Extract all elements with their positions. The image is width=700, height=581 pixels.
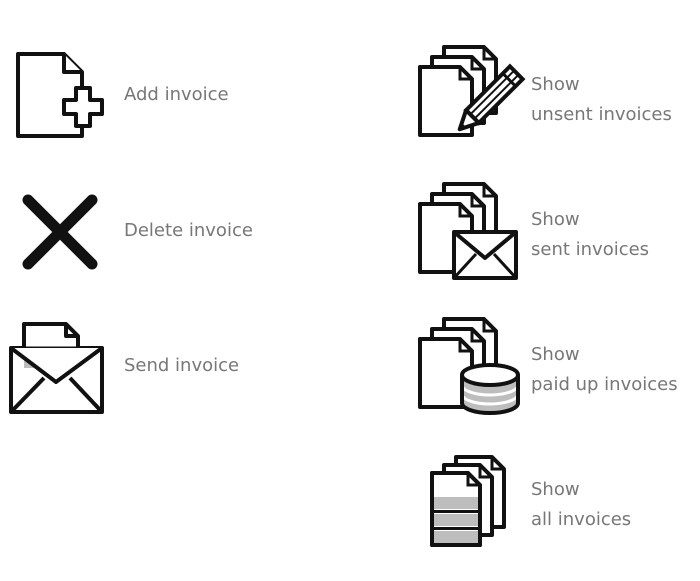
documents-stack-icon	[420, 453, 520, 553]
show-unsent-invoices-item[interactable]: Show unsent invoices	[410, 40, 700, 150]
show-unsent-line2: unsent invoices	[531, 104, 672, 125]
send-invoice-item[interactable]: Send invoice	[0, 315, 300, 425]
documents-envelope-icon	[416, 180, 526, 285]
cross-icon	[20, 192, 100, 272]
show-all-invoices-item[interactable]: Show all invoices	[410, 445, 700, 560]
show-paid-invoices-item[interactable]: Show paid up invoices	[410, 310, 700, 420]
show-all-line2: all invoices	[531, 509, 632, 530]
show-paid-invoices-label: Show paid up invoices	[531, 340, 678, 400]
show-all-line1: Show	[531, 479, 580, 500]
show-sent-line2: sent invoices	[531, 239, 650, 260]
show-sent-line1: Show	[531, 209, 580, 230]
show-paid-line2: paid up invoices	[531, 374, 678, 395]
delete-invoice-item[interactable]: Delete invoice	[0, 180, 300, 290]
show-unsent-invoices-label: Show unsent invoices	[531, 70, 672, 130]
show-all-invoices-label: Show all invoices	[531, 475, 631, 535]
documents-coins-icon	[416, 315, 526, 420]
show-sent-invoices-item[interactable]: Show sent invoices	[410, 175, 700, 285]
show-sent-invoices-label: Show sent invoices	[531, 205, 649, 265]
delete-invoice-label: Delete invoice	[124, 220, 253, 241]
show-paid-line1: Show	[531, 344, 580, 365]
add-document-icon	[14, 50, 114, 145]
add-invoice-item[interactable]: Add invoice	[0, 40, 300, 150]
show-unsent-line1: Show	[531, 74, 580, 95]
add-invoice-label: Add invoice	[124, 84, 229, 105]
send-invoice-label: Send invoice	[124, 355, 240, 376]
envelope-with-document-icon	[8, 320, 108, 420]
documents-pencil-icon	[416, 43, 526, 148]
